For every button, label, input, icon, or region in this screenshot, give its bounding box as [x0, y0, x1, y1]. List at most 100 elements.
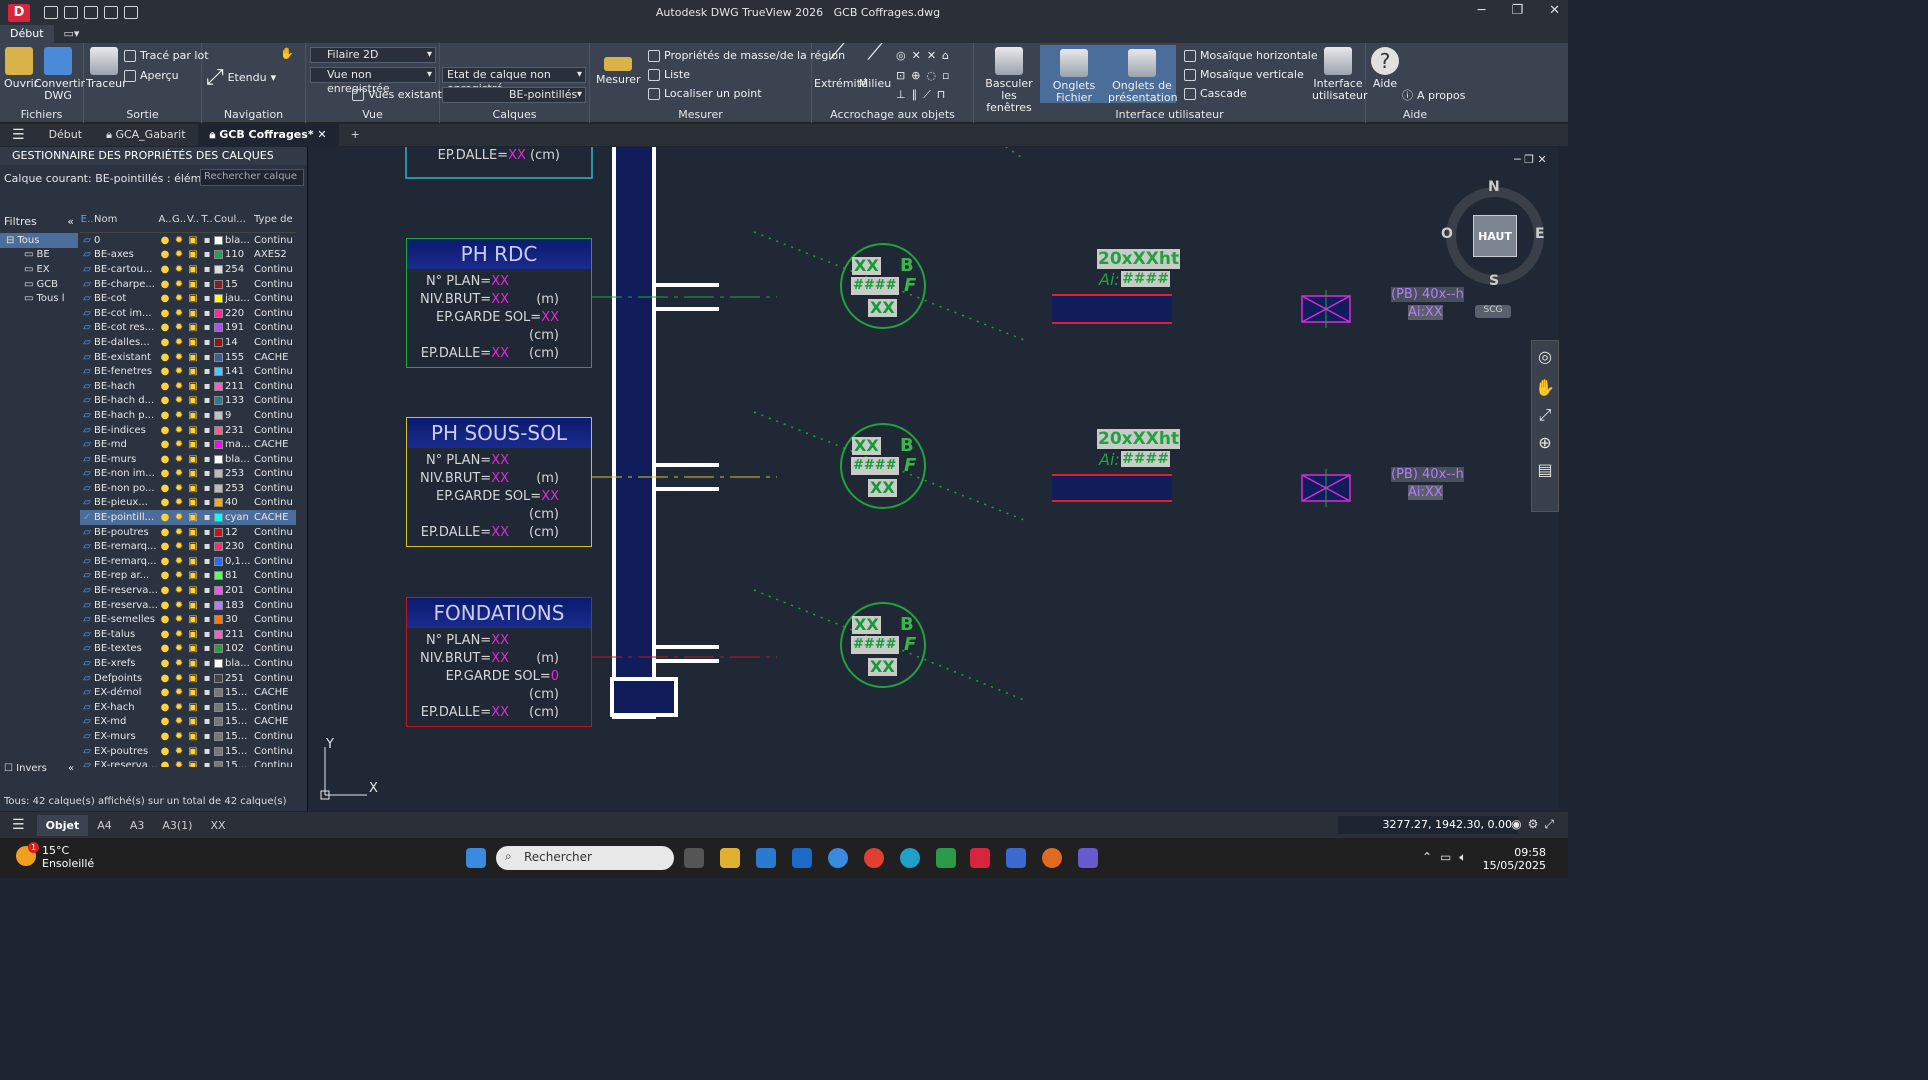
layer-name[interactable]: 0 — [94, 234, 101, 246]
plot-icon[interactable]: ▪ — [203, 658, 211, 670]
plot-icon[interactable]: ▪ — [203, 526, 211, 538]
lock-icon[interactable]: ▣ — [188, 336, 198, 348]
app-icon[interactable] — [828, 848, 848, 868]
notepad-icon[interactable] — [1006, 848, 1026, 868]
orbit-icon[interactable]: ⊕ — [1538, 433, 1552, 452]
layer-name[interactable]: BE-rep ar... — [94, 570, 150, 582]
plot-icon[interactable]: ▪ — [203, 745, 211, 757]
layer-linetype[interactable]: Continu — [254, 658, 293, 670]
layer-name[interactable]: EX-hach — [94, 701, 135, 713]
layer-name[interactable]: EX-md — [94, 716, 127, 728]
lock-icon[interactable]: ▣ — [188, 307, 198, 319]
layer-row[interactable]: ▱BE-murs●✹▣▪bla...Continu — [80, 452, 296, 467]
lock-icon[interactable]: ▣ — [188, 716, 198, 728]
sun-icon[interactable]: ✹ — [174, 336, 184, 348]
filter-tous-l[interactable]: ▭Tous l — [24, 293, 65, 305]
lightbulb-icon[interactable]: ● — [160, 585, 170, 597]
lightbulb-icon[interactable]: ● — [160, 366, 170, 378]
layer-color[interactable]: 133 — [214, 395, 254, 406]
lock-icon[interactable]: ▣ — [188, 351, 198, 363]
col-nom[interactable]: Nom — [94, 214, 118, 225]
layer-color[interactable]: 0,1... — [214, 556, 254, 567]
lightbulb-icon[interactable]: ● — [160, 628, 170, 640]
current-layer-select[interactable]: BE-pointillés — [442, 87, 586, 103]
layer-status-icon[interactable]: ▱ — [83, 687, 91, 699]
lock-icon[interactable]: ▣ — [188, 526, 198, 538]
layer-linetype[interactable]: Continu — [254, 366, 293, 378]
layer-status-icon[interactable]: ▱ — [83, 307, 91, 319]
plot-icon[interactable]: ▪ — [203, 380, 211, 392]
lock-icon[interactable]: ▣ — [188, 599, 198, 611]
lightbulb-icon[interactable]: ● — [160, 468, 170, 480]
lock-icon[interactable]: ▣ — [188, 234, 198, 246]
sun-icon[interactable]: ✹ — [174, 687, 184, 699]
col-t[interactable]: T.. — [201, 214, 213, 225]
layer-linetype[interactable]: Continu — [254, 585, 293, 597]
plot-icon[interactable]: ▪ — [203, 336, 211, 348]
layer-color[interactable]: 251 — [214, 673, 254, 684]
layer-linetype[interactable]: Continu — [254, 745, 293, 757]
lightbulb-icon[interactable]: ● — [160, 293, 170, 305]
layer-linetype[interactable]: Continu — [254, 730, 293, 742]
layer-row[interactable]: ▱BE-cot●✹▣▪jau...Continu — [80, 291, 296, 306]
layer-status-icon[interactable]: ▱ — [83, 541, 91, 553]
compass-n[interactable]: N — [1488, 179, 1500, 195]
layer-status-icon[interactable]: ▱ — [83, 658, 91, 670]
plot-icon[interactable]: ▪ — [203, 643, 211, 655]
lightbulb-icon[interactable]: ● — [160, 497, 170, 509]
plot-icon[interactable]: ▪ — [203, 395, 211, 407]
task-view-icon[interactable] — [684, 848, 704, 868]
layer-status-icon[interactable]: ▱ — [83, 336, 91, 348]
lightbulb-icon[interactable]: ● — [160, 512, 170, 524]
filter-be[interactable]: ▭BE — [24, 249, 50, 261]
lightbulb-icon[interactable]: ● — [160, 482, 170, 494]
ouvrir-button[interactable]: Ouvrir — [4, 47, 38, 90]
tab-more-icon[interactable]: ▭▾ — [63, 27, 80, 40]
wcs-menu[interactable]: SCG — [1475, 305, 1511, 318]
lock-icon[interactable]: ▣ — [188, 570, 198, 582]
layer-status-icon[interactable]: ▱ — [83, 599, 91, 611]
lightbulb-icon[interactable]: ● — [160, 263, 170, 275]
layer-status-icon[interactable]: ▱ — [83, 293, 91, 305]
layer-color[interactable]: 15... — [214, 731, 254, 742]
layer-status-icon[interactable]: ▱ — [83, 380, 91, 392]
collapse-icon[interactable]: « — [67, 215, 74, 228]
layer-linetype[interactable]: Continu — [254, 701, 293, 713]
sun-icon[interactable]: ✹ — [174, 380, 184, 392]
sun-icon[interactable]: ✹ — [174, 658, 184, 670]
layer-linetype[interactable]: Continu — [254, 643, 293, 655]
layer-status-icon[interactable]: ▱ — [83, 570, 91, 582]
lightbulb-icon[interactable]: ● — [160, 424, 170, 436]
lock-icon[interactable]: ▣ — [188, 409, 198, 421]
close-icon[interactable]: ✕ — [1549, 3, 1560, 18]
sun-icon[interactable]: ✹ — [174, 424, 184, 436]
tab-gca-gabarit[interactable]: 🔒︎ GCA_Gabarit — [106, 128, 186, 141]
traceur-button[interactable]: Traceur — [86, 47, 127, 90]
lock-icon[interactable]: ▣ — [188, 760, 198, 767]
layer-linetype[interactable]: Continu — [254, 234, 293, 246]
lock-icon[interactable]: ▣ — [188, 614, 198, 626]
layer-color[interactable]: cyan — [214, 512, 254, 523]
cascade-button[interactable]: Cascade — [1184, 87, 1247, 100]
milieu-button[interactable]: ⟋Milieu — [858, 40, 892, 90]
layer-name[interactable]: BE-hach — [94, 380, 136, 392]
vues-existantes-button[interactable]: Vues existantes — [352, 88, 454, 101]
viewcube[interactable]: HAUT — [1446, 187, 1544, 285]
sun-icon[interactable]: ✹ — [174, 322, 184, 334]
plot-icon[interactable]: ▪ — [203, 497, 211, 509]
plot-icon[interactable]: ▪ — [203, 366, 211, 378]
pan-icon[interactable]: ✋ — [1535, 378, 1555, 397]
weather-widget[interactable]: 1 15°C Ensoleillé — [16, 842, 94, 870]
snap-icons-3[interactable]: ⊥∥⟋⊓ — [896, 88, 952, 101]
layer-name[interactable]: BE-hach d... — [94, 395, 155, 407]
dwg-trueview-icon[interactable] — [970, 848, 990, 868]
lightbulb-icon[interactable]: ● — [160, 687, 170, 699]
pan-icon[interactable]: ✋ — [280, 47, 294, 60]
layer-name[interactable]: BE-xrefs — [94, 658, 136, 670]
layer-status-icon[interactable]: ▱ — [83, 351, 91, 363]
